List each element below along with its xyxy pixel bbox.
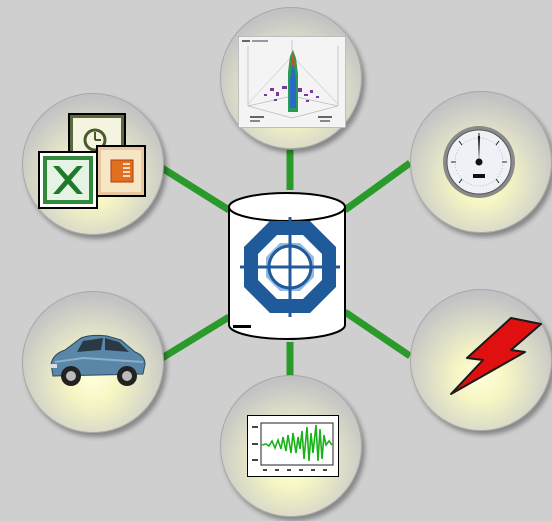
connector-top-left [160, 165, 231, 213]
connector-bottom-left [160, 314, 231, 361]
node-surface-plot[interactable] [220, 7, 362, 149]
node-car[interactable] [22, 291, 164, 433]
connector-bottom-right [343, 309, 412, 359]
line-chart-icon [247, 415, 339, 477]
lightning-bolt-icon [450, 317, 542, 395]
node-line-chart[interactable] [220, 375, 362, 517]
target-crosshair-octagon-icon [240, 217, 340, 317]
node-gauge[interactable] [410, 91, 552, 233]
office-documents-icon [37, 112, 157, 212]
node-lightning[interactable] [410, 289, 552, 431]
pressure-gauge-icon [443, 126, 515, 198]
car-icon [49, 334, 146, 386]
3d-surface-plot-icon [238, 36, 346, 128]
node-office-documents[interactable] [22, 93, 164, 235]
connector-top-right [342, 160, 413, 213]
